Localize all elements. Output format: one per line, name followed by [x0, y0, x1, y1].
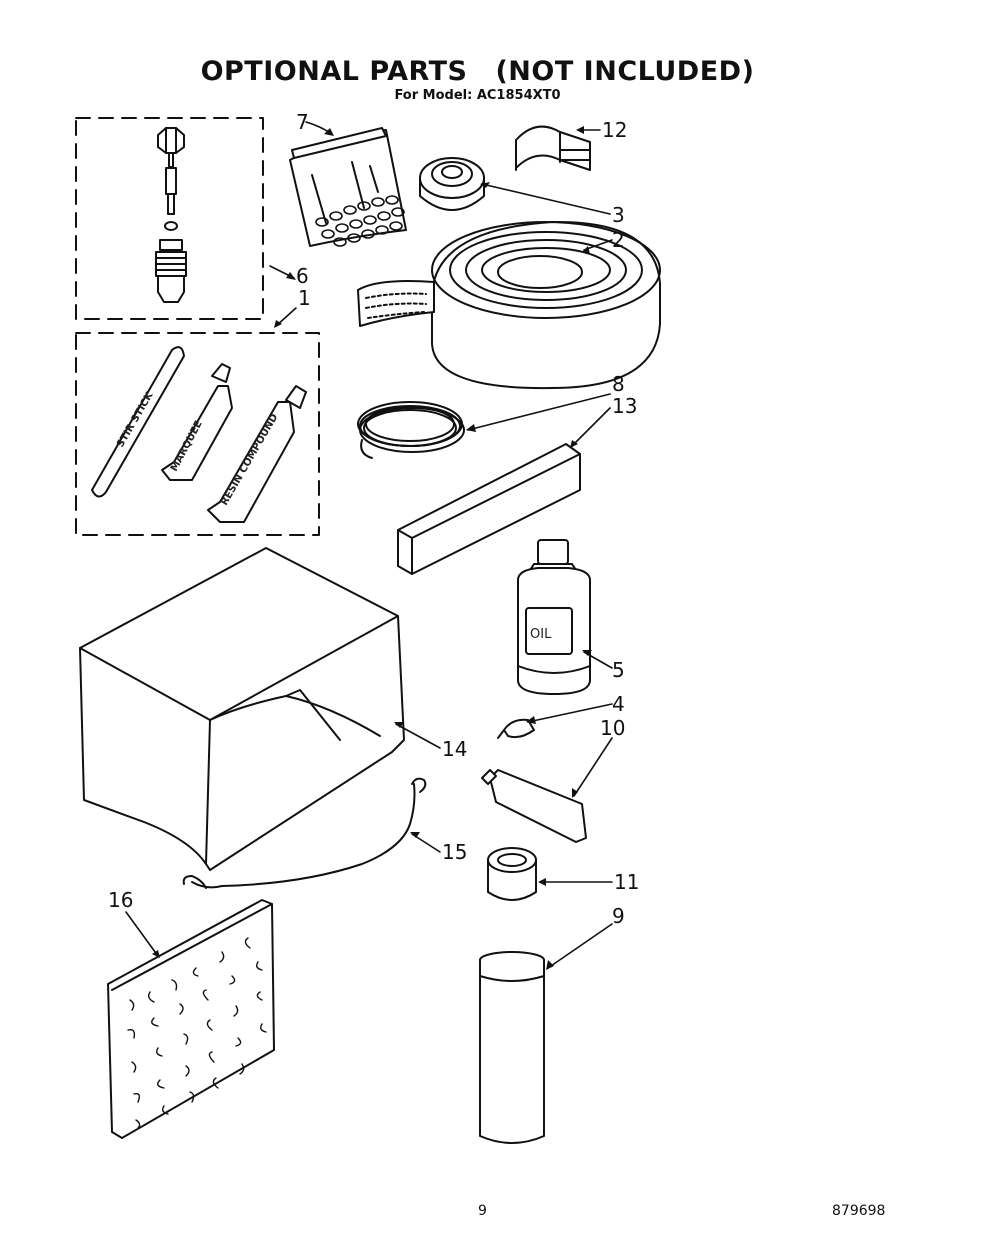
foam-tape-roll	[357, 220, 661, 390]
title-qualifier: (NOT INCLUDED)	[495, 56, 755, 87]
callout-11: 11	[614, 870, 640, 894]
sealant-kit-group	[75, 332, 320, 536]
callout-15: 15	[442, 840, 468, 864]
small-tape-coil	[419, 157, 485, 211]
callout-16: 16	[108, 888, 134, 912]
callout-10: 10	[600, 716, 626, 740]
callout-6: 6	[296, 264, 309, 288]
tape-roll	[487, 847, 537, 901]
valve-kit-group	[75, 117, 264, 320]
arrowheads	[152, 126, 592, 970]
callout-5: 5	[612, 658, 625, 682]
o-ring-bag	[289, 127, 407, 247]
foam-block	[397, 443, 581, 575]
callout-4: 4	[612, 692, 625, 716]
small-plug	[497, 718, 535, 739]
callout-9: 9	[612, 904, 625, 928]
callout-14: 14	[442, 737, 468, 761]
callout-12: 12	[602, 118, 628, 142]
leader-lines	[125, 121, 613, 969]
title-main: OPTIONAL PARTS	[200, 56, 468, 87]
tape-strips	[515, 125, 591, 171]
unit-cover	[79, 547, 405, 871]
oil-bottle	[517, 539, 591, 695]
spray-can	[479, 951, 545, 1144]
lubricant-tube	[481, 769, 587, 843]
filter-pad	[107, 899, 275, 1139]
oil-bottle-label: OIL	[530, 627, 552, 642]
callout-8: 8	[612, 372, 625, 396]
callout-2: 2	[612, 228, 625, 252]
page-number: 9	[478, 1203, 487, 1219]
callout-3: 3	[612, 203, 625, 227]
callout-1: 1	[298, 286, 311, 310]
callout-7: 7	[296, 110, 309, 134]
document-number: 879698	[832, 1203, 886, 1219]
bungee-cord	[182, 777, 427, 889]
page-title: OPTIONAL PARTS (NOT INCLUDED)	[0, 56, 955, 87]
model-subtitle: For Model: AC1854XT0	[394, 88, 561, 103]
drain-tube-coil	[357, 401, 465, 459]
callout-13: 13	[612, 394, 638, 418]
